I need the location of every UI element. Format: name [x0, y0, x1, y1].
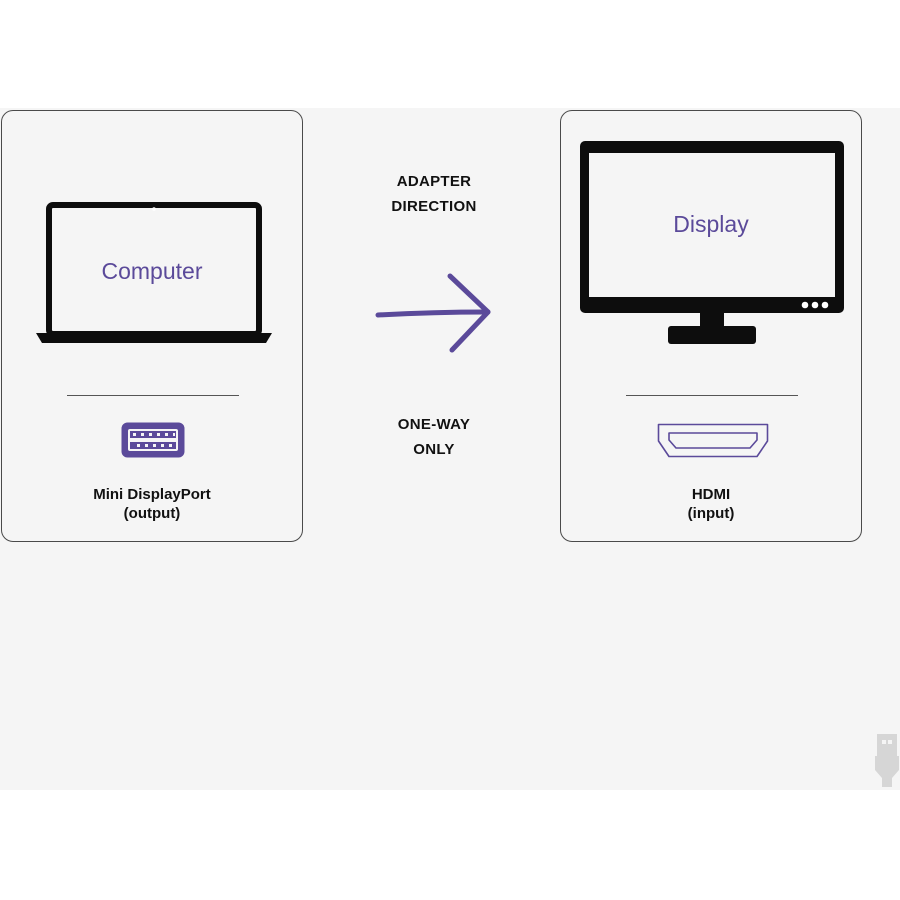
computer-screen-label: Computer	[101, 258, 203, 284]
port-role: (output)	[123, 505, 181, 522]
hdmi-port-icon	[657, 423, 769, 458]
bottom-line-2: ONLY	[413, 441, 455, 458]
computer-port-label: Mini DisplayPort (output)	[2, 485, 302, 523]
bottom-line-1: ONE-WAY	[397, 416, 471, 433]
adapter-direction-label: ADAPTER DIRECTION	[360, 169, 508, 219]
port-name: HDMI	[691, 486, 731, 503]
card-divider	[67, 395, 239, 396]
laptop-icon	[36, 202, 272, 343]
port-name: Mini DisplayPort	[93, 486, 211, 503]
one-way-label: ONE-WAY ONLY	[360, 412, 508, 462]
port-role: (input)	[687, 505, 735, 522]
arrow-right-icon	[375, 273, 491, 353]
display-card: Display HDMI (input)	[560, 110, 862, 542]
mini-displayport-icon	[121, 422, 185, 458]
usb-watermark-icon	[875, 734, 899, 787]
display-port-label: HDMI (input)	[561, 485, 861, 523]
card-divider	[626, 395, 798, 396]
display-screen-label: Display	[673, 211, 749, 237]
top-line-1: ADAPTER	[396, 173, 472, 190]
monitor-icon	[580, 141, 844, 344]
top-line-2: DIRECTION	[391, 198, 477, 215]
computer-card: Computer Mini DisplayPort (output)	[1, 110, 303, 542]
